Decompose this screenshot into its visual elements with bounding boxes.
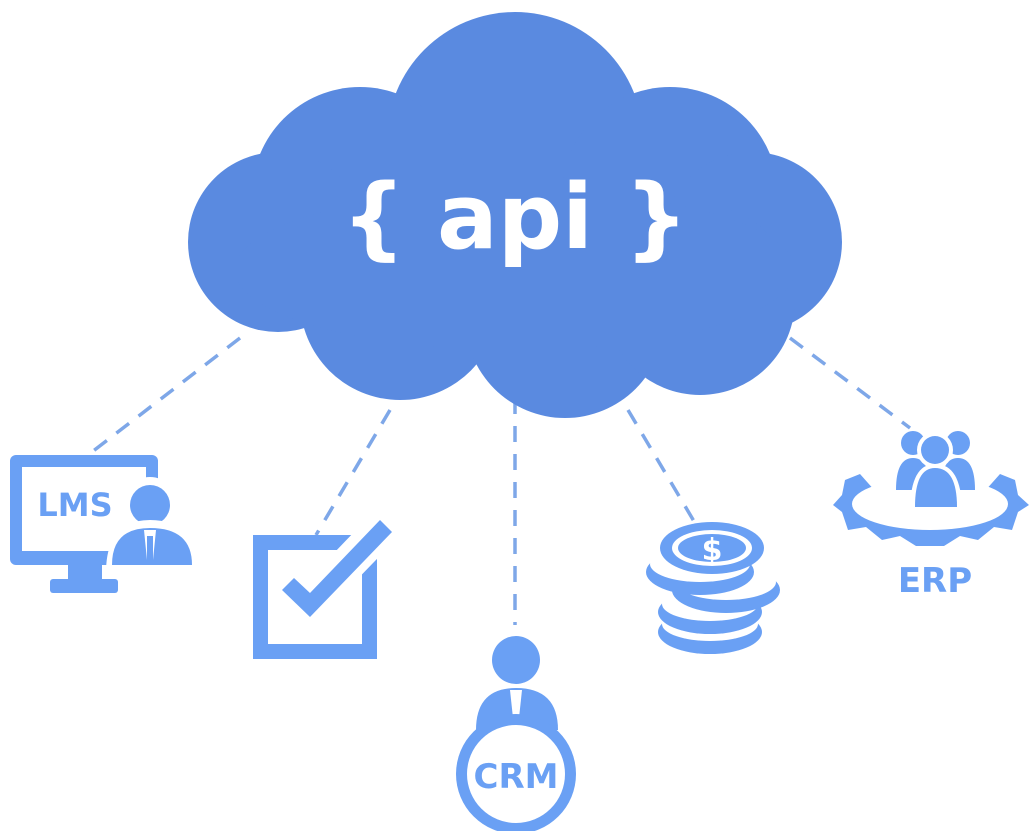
erp-label: ERP (898, 561, 972, 601)
checkbox-icon (253, 505, 405, 659)
api-cloud: { api } (188, 12, 842, 418)
connector-erp (788, 336, 912, 430)
cloud-label: { api } (342, 165, 689, 270)
crm-label: CRM (474, 757, 559, 797)
lms-label: LMS (37, 486, 112, 524)
task-node[interactable] (253, 505, 405, 659)
connector-task (314, 409, 392, 536)
crm-node[interactable]: CRM (456, 636, 576, 831)
erp-node[interactable]: ERP (833, 431, 1029, 601)
user-circle-icon (456, 636, 576, 831)
monitor-user-icon (10, 455, 198, 593)
connectors (86, 336, 912, 625)
lms-node[interactable]: LMS (10, 455, 198, 593)
cloud-shape (188, 12, 842, 418)
connector-lms (86, 336, 242, 457)
team-gear-icon (833, 431, 1029, 546)
dollar-sign: $ (702, 533, 723, 568)
finance-node[interactable]: $ (646, 522, 780, 654)
coin-stack-icon: $ (646, 522, 780, 654)
connector-finance (626, 409, 700, 529)
